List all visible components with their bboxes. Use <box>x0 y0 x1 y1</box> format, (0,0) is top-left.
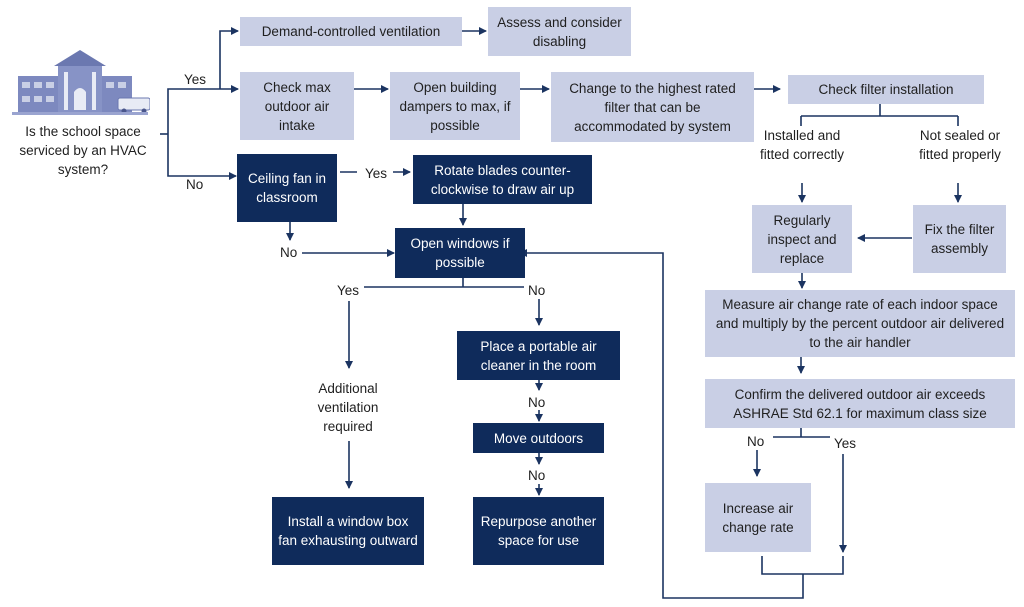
connector-windows-split <box>364 278 524 288</box>
node-rotate-blades-counterclockwise[interactable]: Rotate blades counter-clockwise to draw … <box>413 155 592 204</box>
label-windows-yes: Yes <box>337 283 360 298</box>
node-repurpose-another-space[interactable]: Repurpose another space for use <box>473 497 604 565</box>
connector-no-branch <box>167 134 237 180</box>
node-open-windows-if-possible[interactable]: Open windows if possible <box>395 228 525 278</box>
school-building-icon <box>10 40 151 118</box>
label-fan-yes: Yes <box>365 166 388 181</box>
label-confirm-yes: Yes <box>834 436 857 451</box>
label-installed-fitted-correctly: Installed and fitted correctly <box>759 128 845 162</box>
start-question: Is the school space serviced by an HVAC … <box>19 124 147 177</box>
node-fix-filter-assembly[interactable]: Fix the filter assembly <box>913 205 1006 273</box>
node-confirm-outdoor-air-ashrae[interactable]: Confirm the delivered outdoor air exceed… <box>705 379 1015 428</box>
node-increase-air-change-rate[interactable]: Increase air change rate <box>705 483 811 552</box>
label-hvac-no: No <box>186 177 204 192</box>
node-assess-consider-disabling[interactable]: Assess and consider disabling <box>488 7 631 56</box>
connector-yes-demand <box>219 27 239 89</box>
node-open-building-dampers[interactable]: Open building dampers to max, if possibl… <box>390 72 520 140</box>
label-additional-ventilation-required: Additional ventilation required <box>317 381 379 434</box>
label-not-sealed-fitted: Not sealed or fitted properly <box>919 128 1001 162</box>
node-change-highest-rated-filter[interactable]: Change to the highest rated filter that … <box>551 72 754 142</box>
connector-merge <box>520 253 844 599</box>
node-regularly-inspect-replace[interactable]: Regularly inspect and replace <box>752 205 852 273</box>
label-confirm-no: No <box>747 434 765 449</box>
node-install-window-box-fan[interactable]: Install a window box fan exhausting outw… <box>272 497 424 565</box>
node-portable-air-cleaner[interactable]: Place a portable air cleaner in the room <box>457 331 620 380</box>
label-outdoors-no: No <box>528 468 546 483</box>
node-ceiling-fan-in-classroom[interactable]: Ceiling fan in classroom <box>237 154 337 222</box>
node-measure-air-change-rate[interactable]: Measure air change rate of each indoor s… <box>705 290 1015 357</box>
connector-check-split <box>800 104 959 126</box>
label-fan-no: No <box>280 245 298 260</box>
label-cleaner-no: No <box>528 395 546 410</box>
label-hvac-yes: Yes <box>184 72 207 87</box>
connector-confirm-split <box>773 428 830 438</box>
node-check-filter-installation[interactable]: Check filter installation <box>788 75 984 104</box>
label-windows-no: No <box>528 283 546 298</box>
connector-yes-branch <box>167 85 239 134</box>
node-move-outdoors[interactable]: Move outdoors <box>473 423 604 453</box>
node-check-max-outdoor-air-intake[interactable]: Check max outdoor air intake <box>240 72 354 140</box>
node-demand-controlled-ventilation[interactable]: Demand-controlled ventilation <box>240 17 462 46</box>
